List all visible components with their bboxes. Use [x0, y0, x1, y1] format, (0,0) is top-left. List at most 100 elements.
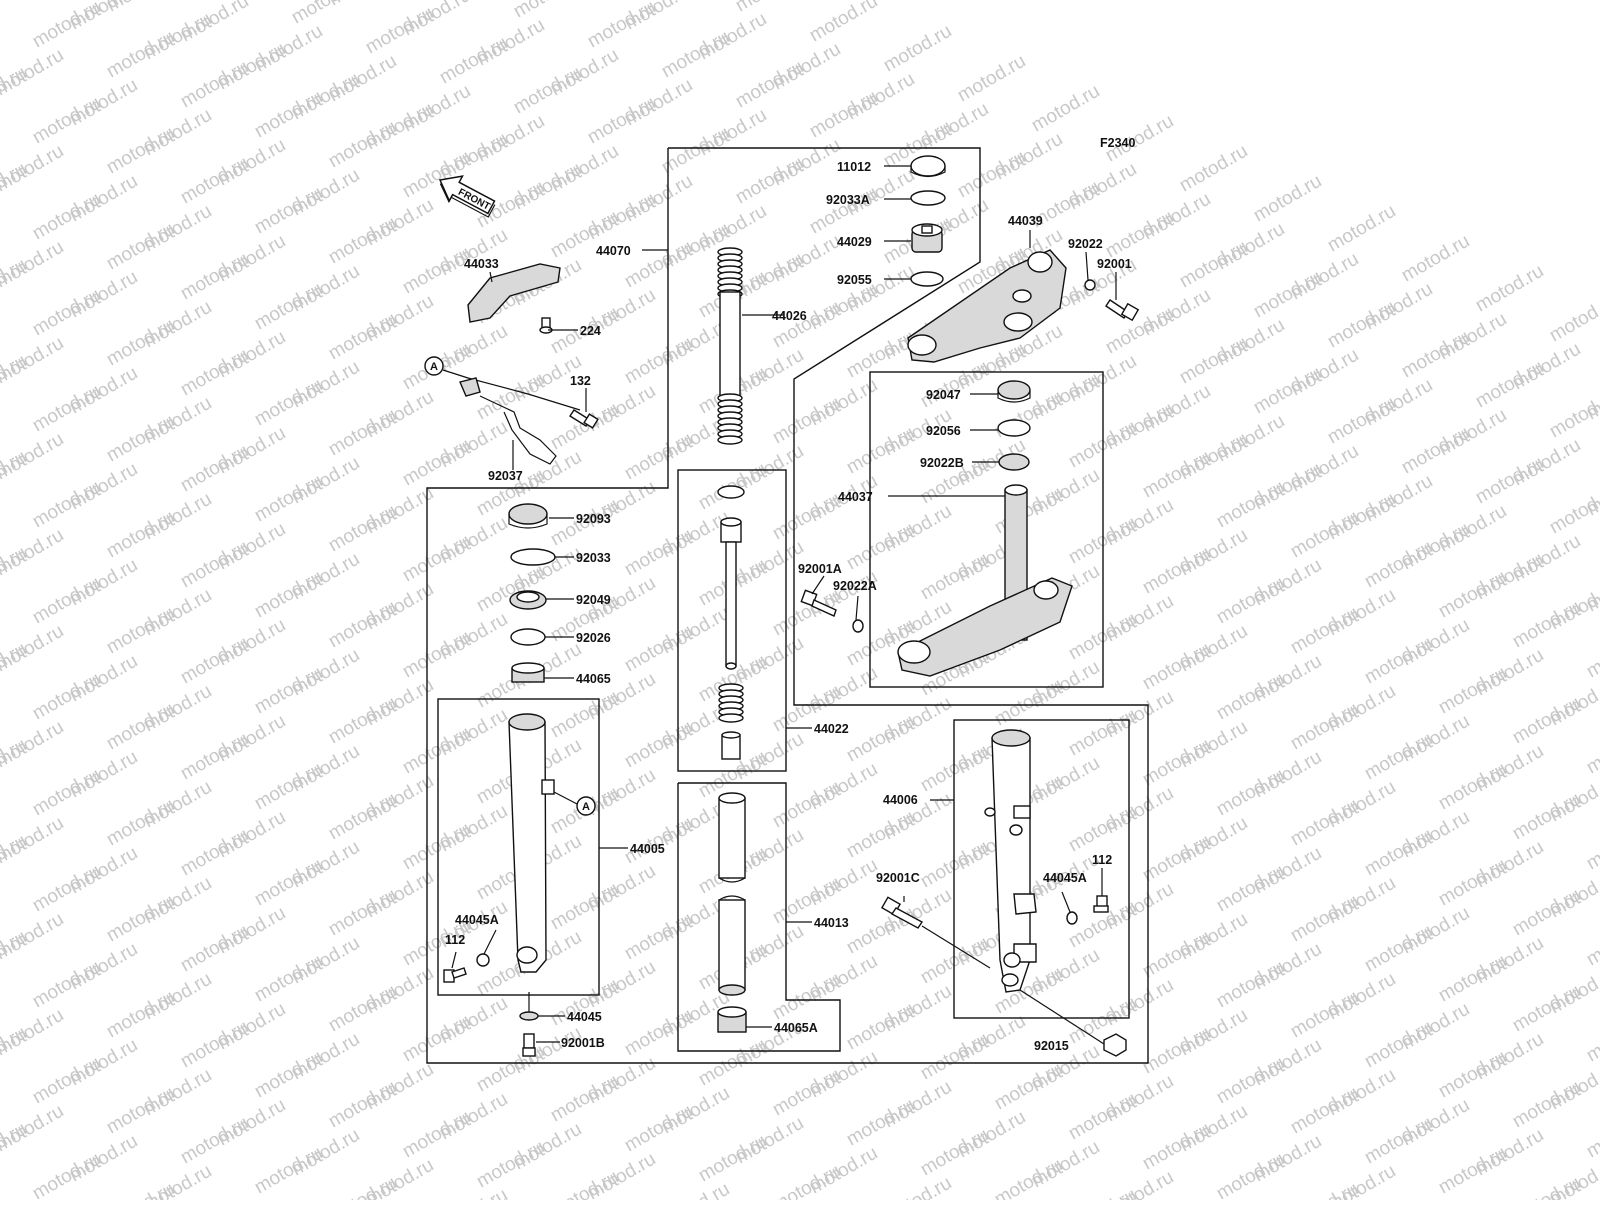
group-box-44022	[677, 469, 787, 772]
outer-tube-44005-icon: A	[508, 713, 596, 973]
bolt-132-icon	[569, 409, 599, 429]
watermark-text: motod.ru	[732, 0, 807, 16]
label-92015: 92015	[1034, 1039, 1069, 1053]
steering-stem-44037-icon	[897, 484, 1073, 677]
cap-11012-icon	[910, 155, 946, 178]
watermark-text: motod.ru	[769, 1161, 844, 1200]
washer-92022a-icon	[852, 619, 864, 633]
watermark-text: motod.ru	[1398, 231, 1473, 287]
watermark-text: motod.ru	[103, 1179, 178, 1200]
label-112-right: 112	[1092, 853, 1112, 867]
label-92001a: 92001A	[798, 562, 842, 576]
watermark-text: motod.ru	[954, 51, 1029, 107]
label-44013: 44013	[814, 916, 849, 930]
label-92056: 92056	[926, 424, 961, 438]
callout-a-bottom: A	[582, 801, 590, 813]
bushing-44065a-icon	[717, 1006, 747, 1033]
watermark-text: motod.ru	[510, 0, 585, 22]
watermark-text: motod.ru	[1472, 261, 1547, 317]
label-44039: 44039	[1008, 214, 1043, 228]
watermark-text: motod.ru	[288, 0, 363, 28]
label-44070: 44070	[596, 244, 631, 258]
damper-rod-44022-icon	[717, 485, 745, 760]
watermark-text: motod.ru	[1324, 201, 1399, 257]
washer-92056-icon	[997, 419, 1031, 437]
label-224: 224	[580, 324, 601, 338]
label-92022a: 92022A	[833, 579, 877, 593]
spring-rod-44026-icon	[717, 247, 743, 445]
bolt-92001-icon	[1105, 299, 1140, 322]
watermark-text: motod.ru	[436, 1185, 511, 1200]
nut-92022b-icon	[998, 453, 1030, 471]
watermark-text: motod.ru	[1250, 171, 1325, 227]
label-44022: 44022	[814, 722, 849, 736]
upper-bracket-44039-icon	[907, 249, 1067, 363]
bolt-112-right-icon	[1093, 895, 1109, 913]
label-92001b: 92001B	[561, 1036, 605, 1050]
washer-92026-icon	[510, 628, 546, 646]
watermark-text: motod.ru	[1176, 141, 1251, 197]
label-92026: 92026	[576, 631, 611, 645]
label-112-left: 112	[445, 933, 465, 947]
inner-tube-44013-icon	[718, 792, 746, 996]
seal-92049-icon	[509, 590, 547, 610]
watermark-text: motod.ru	[991, 1155, 1066, 1200]
group-box-44006	[953, 719, 1130, 1019]
label-44045: 44045	[567, 1010, 602, 1024]
watermark-text: motod.ru	[1287, 1179, 1362, 1200]
part-labels: 11012 92033A 44029 92055 44070 44026 440…	[445, 160, 1132, 1053]
watermark-text: motod.ru	[1583, 1107, 1600, 1163]
watermark-text: motod.ru	[29, 0, 104, 52]
label-44045a-right: 44045A	[1043, 871, 1087, 885]
label-92037: 92037	[488, 469, 523, 483]
label-11012: 11012	[837, 160, 871, 174]
label-92033a: 92033A	[826, 193, 870, 207]
group-box-44005	[437, 698, 600, 996]
label-44045a-left: 44045A	[455, 913, 499, 927]
group-box-44037	[869, 371, 1104, 688]
watermark-text: motod.ru	[1546, 387, 1600, 443]
label-92055: 92055	[837, 273, 872, 287]
label-44037: 44037	[838, 490, 873, 504]
circlip-92033a-icon	[910, 190, 946, 206]
washer-44045a-left-icon	[476, 953, 490, 967]
watermark-text: motod.ru	[325, 1173, 400, 1200]
bolt-92001a-icon	[800, 589, 837, 617]
label-44065a: 44065A	[774, 1021, 818, 1035]
watermark-text: motod.ru	[658, 1179, 733, 1200]
watermark-text: motod.ru	[547, 1167, 622, 1200]
callout-a-top: A	[430, 361, 438, 373]
wire-guide-92037-icon: A	[424, 356, 581, 465]
watermark-text: motod.ru	[1583, 819, 1600, 875]
bolt-92001b-icon	[522, 1033, 536, 1057]
watermark-text: motod.ru	[1583, 1011, 1600, 1067]
watermark-text: motod.ru	[547, 0, 622, 4]
watermark-text: motod.ru	[1546, 483, 1600, 539]
plug-44029-icon	[911, 223, 943, 253]
label-92049: 92049	[576, 593, 611, 607]
label-92033: 92033	[576, 551, 611, 565]
bolt-92001c-icon	[880, 896, 924, 929]
group-box-44013	[677, 782, 841, 1052]
label-44005: 44005	[630, 842, 665, 856]
label-44006: 44006	[883, 793, 918, 807]
watermark-text: motod.ru	[1583, 627, 1600, 683]
watermark-text: motod.ru	[584, 0, 659, 52]
label-92022: 92022	[1068, 237, 1103, 251]
label-92001c: 92001C	[876, 871, 920, 885]
nut-92015-icon	[1103, 1033, 1127, 1057]
cap-92093-icon	[508, 503, 548, 529]
label-92093: 92093	[576, 512, 611, 526]
bolt-224-icon	[539, 317, 553, 334]
watermark-text: motod.ru	[806, 0, 881, 46]
label-44033: 44033	[464, 257, 499, 271]
figure-code: F2340	[1100, 136, 1135, 150]
oring-92055-icon	[910, 271, 944, 287]
label-92001: 92001	[1097, 257, 1132, 271]
clip-92033-icon	[510, 548, 556, 566]
watermark-text: motod.ru	[880, 1173, 955, 1200]
outer-tube-44006-icon	[984, 729, 1037, 993]
washer-92022-icon	[1084, 279, 1096, 291]
